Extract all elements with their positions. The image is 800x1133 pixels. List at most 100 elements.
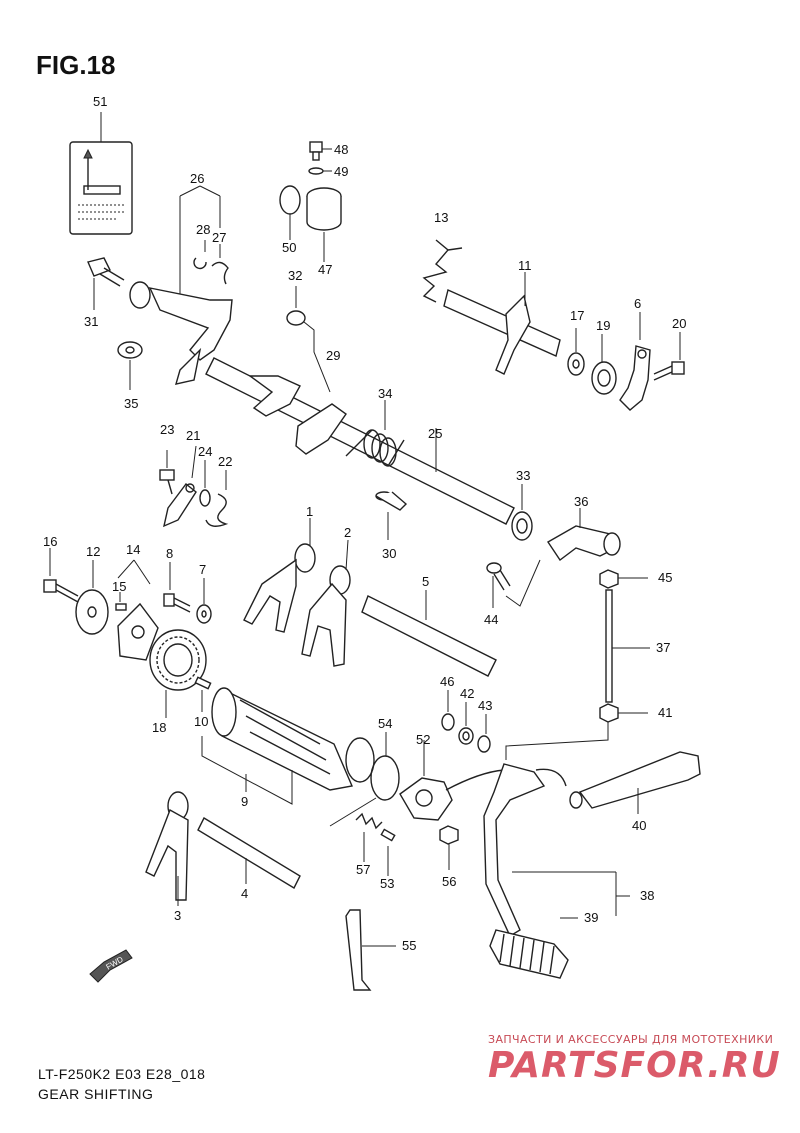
part-14-cam-assembly [117,559,159,661]
part-number-label-27: 27 [212,230,226,245]
part-number-label-53: 53 [380,876,394,891]
part-number-label-2: 2 [344,525,351,540]
part-number-label-14: 14 [126,542,140,557]
part-number-label-40: 40 [632,818,646,833]
part-number-label-18: 18 [152,720,166,735]
part-number-label-16: 16 [43,534,57,549]
watermark-tagline: ЗАПЧАСТИ И АКСЕССУАРЫ ДЛЯ МОТОТЕХНИКИ [488,1033,774,1046]
part-51-label-plate [69,112,133,235]
part-36-shift-arm [547,508,621,562]
part-55-bracket [345,909,396,991]
part-number-label-20: 20 [672,316,686,331]
part-number-label-23: 23 [160,422,174,437]
part-number-label-8: 8 [166,546,173,561]
part-50-o-ring [279,185,301,240]
part-number-label-39: 39 [584,910,598,925]
part-56-bolt [439,825,459,870]
part-number-label-37: 37 [656,640,670,655]
part-number-label-43: 43 [478,698,492,713]
part-39-pedal-rubber [489,917,578,979]
part-number-label-35: 35 [124,396,138,411]
part-34-spring [345,400,405,467]
figure-title: FIG.18 [36,50,116,80]
part-number-label-33: 33 [516,468,530,483]
part-38-gearshift-pedal [483,763,630,938]
part-number-label-57: 57 [356,862,370,877]
part-4-fork-shaft [197,817,301,889]
part-number-label-3: 3 [174,908,181,923]
part-number-label-17: 17 [570,308,584,323]
part-number-label-52: 52 [416,732,430,747]
part-18-bearing [149,629,207,718]
part-number-label-50: 50 [282,240,296,255]
section-title: GEAR SHIFTING [38,1086,154,1102]
part-37-rod [605,589,650,703]
part-number-label-22: 22 [218,454,232,469]
model-code: LT-F250K2 E03 E28_018 [38,1066,206,1082]
part-number-label-51: 51 [93,94,107,109]
part-15-pin [115,592,127,611]
part-43-washer [477,714,491,753]
part-19-bearing [591,334,617,395]
part-number-label-10: 10 [194,714,208,729]
part-16-bolt [43,548,79,603]
part-number-label-28: 28 [196,222,210,237]
part-number-label-5: 5 [422,574,429,589]
part-17-washer [567,328,585,376]
part-number-label-4: 4 [241,886,248,901]
part-33-bearing [511,484,533,541]
part-21-stopper-arm [163,445,197,528]
part-number-label-26: 26 [190,171,204,186]
part-number-label-6: 6 [634,296,641,311]
part-6-lever [619,312,651,411]
part-number-label-56: 56 [442,874,456,889]
part-30-pin [375,491,408,540]
part-48-bolt [309,141,332,161]
part-29-shift-arm [129,281,233,385]
part-44-bolt [486,559,541,608]
part-5-fork-shaft [361,590,497,677]
part-number-label-12: 12 [86,544,100,559]
part-2-shift-fork [301,539,351,667]
part-9-cam-drum [201,687,375,805]
part-11-shaft [443,272,561,375]
part-7-washer [196,578,212,624]
part-42-washer [458,702,474,745]
part-number-label-7: 7 [199,562,206,577]
part-31-bolt [87,257,125,310]
part-number-label-31: 31 [84,314,98,329]
part-number-label-42: 42 [460,686,474,701]
part-number-label-30: 30 [382,546,396,561]
part-24-washer [199,460,211,507]
part-49-washer [308,167,332,175]
part-53-pin [380,828,396,876]
watermark-logo: PARTSFOR.RU [488,1045,781,1086]
fwd-arrow-icon: FWD [89,949,133,983]
part-35-washer [117,341,143,390]
part-number-label-48: 48 [334,142,348,157]
part-number-label-21: 21 [186,428,200,443]
part-number-label-1: 1 [306,504,313,519]
part-26-27-28-group [179,185,229,296]
part-25-shift-shaft [205,357,515,525]
part-number-label-9: 9 [241,794,248,809]
part-1-shift-fork [243,518,316,633]
part-8-bolt [163,562,191,613]
part-54-o-ring [329,732,400,827]
part-number-label-15: 15 [112,579,126,594]
part-3-shift-fork [145,791,189,906]
part-number-label-19: 19 [596,318,610,333]
part-number-label-34: 34 [378,386,392,401]
part-number-label-45: 45 [658,570,672,585]
part-number-label-36: 36 [574,494,588,509]
part-number-label-41: 41 [658,705,672,720]
part-number-label-49: 49 [334,164,348,179]
part-13-spring [422,239,463,303]
part-47-cap [306,187,342,262]
part-23-bolt [159,450,175,495]
part-40-shift-lever-link [569,751,701,814]
part-46-washer [441,690,455,731]
part-57-spring [355,812,383,862]
